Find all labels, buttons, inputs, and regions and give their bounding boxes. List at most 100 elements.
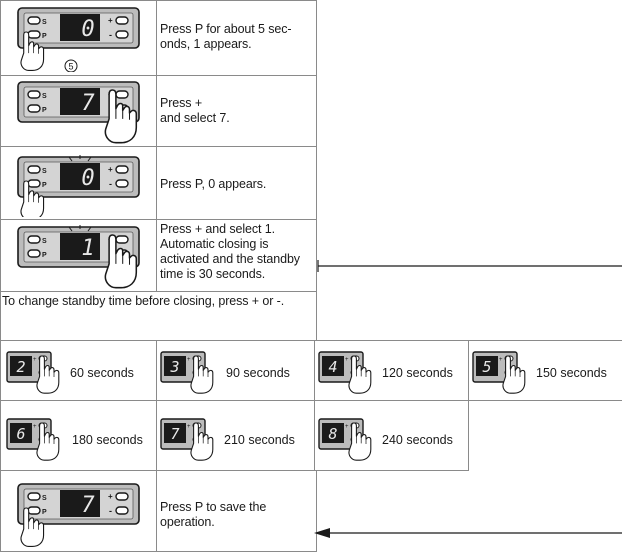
digit-value: 0: [81, 17, 94, 42]
p-button-icon: [27, 179, 41, 188]
s-label: S: [42, 238, 47, 245]
plus-label: +: [345, 424, 349, 430]
hand-icon: [20, 180, 45, 217]
step-2-text: Press + and select 7.: [160, 96, 230, 125]
digit-value: 5: [482, 358, 491, 376]
s-label: S: [42, 19, 47, 26]
hand-icon: [36, 422, 60, 461]
hand-icon: [20, 507, 45, 547]
option-label: 120 seconds: [382, 366, 453, 380]
digit-display: [10, 423, 32, 443]
option-label: 150 seconds: [536, 366, 607, 380]
timer-badge-icon: [64, 59, 78, 72]
s-label: S: [42, 495, 47, 502]
hand-icon: [104, 89, 138, 144]
digit-display: [10, 356, 32, 376]
minus-label: -: [109, 179, 112, 189]
plus-button-icon: [115, 235, 129, 244]
mini-display-illustration: 5+: [472, 351, 526, 394]
option-label: 90 seconds: [226, 366, 290, 380]
arrow-line-right: [317, 260, 622, 272]
minus-label: -: [109, 506, 112, 516]
p-button-icon: [27, 506, 41, 515]
p-button-icon: [27, 30, 41, 39]
option-label: 180 seconds: [72, 433, 143, 447]
plus-label: +: [108, 16, 113, 25]
digit-display: [60, 233, 100, 260]
digit-display: [60, 88, 100, 115]
digit-display: [164, 423, 186, 443]
hand-icon: [36, 355, 60, 394]
mini-display-illustration: 6+: [6, 418, 60, 461]
p-label: P: [42, 252, 47, 259]
digit-value: 7: [81, 91, 95, 116]
timer-badge-label: 5: [68, 62, 73, 72]
plus-label: +: [33, 357, 37, 363]
hand-icon: [502, 355, 526, 394]
step-4-text: Press + and select 1. Automatic closing …: [160, 222, 300, 281]
s-button-icon: [27, 90, 41, 99]
flash-icon: [61, 155, 99, 168]
mini-display-illustration: 8+: [318, 418, 372, 461]
plus-label: +: [187, 424, 191, 430]
plus-button-icon: [115, 165, 129, 174]
digit-value: 7: [81, 493, 95, 518]
arrow-left-icon: [314, 528, 622, 538]
mini-display-illustration: 2+: [6, 351, 60, 394]
s-label: S: [42, 93, 47, 100]
plus-button-icon: [115, 16, 129, 25]
minus-button-icon: [115, 506, 129, 515]
hand-icon: [190, 355, 214, 394]
plus-label: +: [499, 357, 503, 363]
minus-button-icon: [115, 179, 129, 188]
plus-label: +: [33, 424, 37, 430]
plus-button-icon: [115, 90, 129, 99]
plus-label: +: [187, 357, 191, 363]
standby-note: To change standby time before closing, p…: [2, 294, 285, 308]
control-panel-illustration: SP 0 + - 5: [17, 7, 140, 72]
p-label: P: [42, 182, 47, 189]
digit-value: 1: [81, 236, 94, 261]
digit-display: [322, 423, 344, 443]
control-panel-illustration: SP1+-: [17, 225, 140, 289]
digit-value: 0: [81, 166, 94, 191]
minus-label: -: [109, 30, 112, 40]
digit-value: 8: [328, 425, 337, 443]
step-3-text: Press P, 0 appears.: [160, 177, 267, 191]
option-label: 240 seconds: [382, 433, 453, 447]
step-1-text: Press P for about 5 sec- onds, 1 appears…: [160, 22, 292, 51]
digit-display: [322, 356, 344, 376]
minus-button-icon: [115, 30, 129, 39]
p-label: P: [42, 107, 47, 114]
option-label: 60 seconds: [70, 366, 134, 380]
digit-value: 2: [16, 358, 25, 376]
s-button-icon: [27, 165, 41, 174]
plus-label: +: [345, 357, 349, 363]
p-label: P: [42, 33, 47, 40]
s-label: S: [42, 168, 47, 175]
p-button-icon: [27, 104, 41, 113]
digit-display: [60, 14, 100, 41]
hand-icon: [190, 422, 214, 461]
plus-label: +: [108, 165, 113, 174]
s-button-icon: [27, 16, 41, 25]
digit-display: [60, 490, 100, 517]
flash-icon: [61, 225, 99, 238]
hand-icon: [20, 31, 45, 71]
option-label: 210 seconds: [224, 433, 295, 447]
hand-icon: [348, 422, 372, 461]
hand-icon: [348, 355, 372, 394]
digit-value: 4: [328, 358, 337, 376]
hand-icon: [104, 234, 138, 289]
digit-display: [60, 163, 100, 190]
s-button-icon: [27, 492, 41, 501]
digit-display: [476, 356, 498, 376]
control-panel-illustration: SP 0 + -: [17, 155, 140, 217]
mini-display-illustration: 4+: [318, 351, 372, 394]
plus-button-icon: [115, 492, 129, 501]
digit-value: 6: [16, 425, 25, 443]
digit-display: [164, 356, 186, 376]
digit-value: 7: [170, 425, 179, 443]
control-panel-illustration: SP7+-: [17, 81, 140, 144]
